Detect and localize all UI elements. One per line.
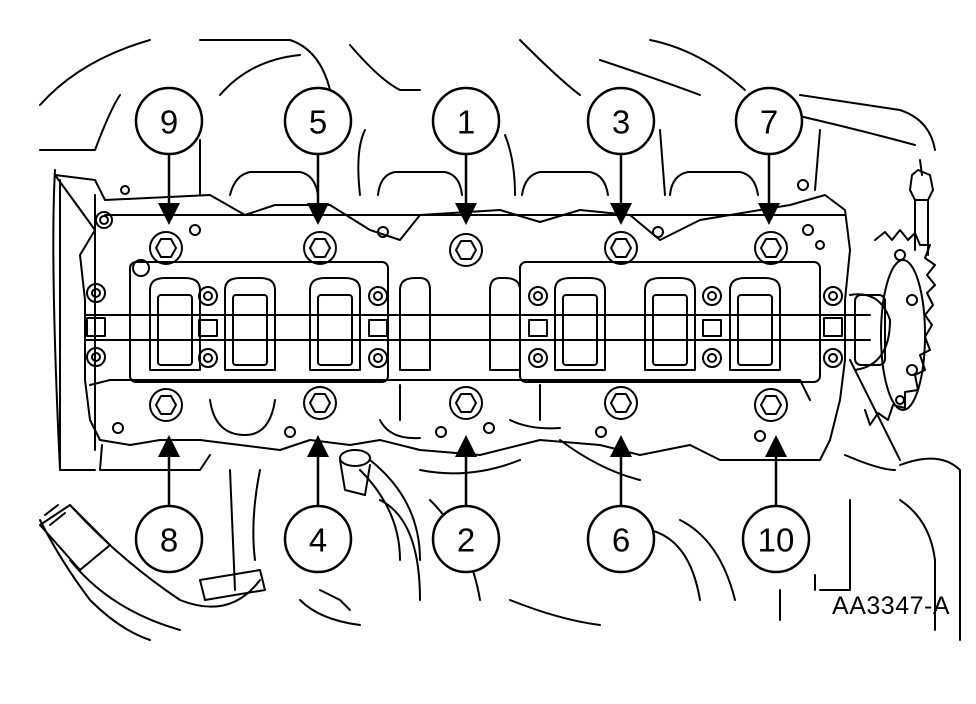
arrow-down-icon [455,203,477,225]
arrow-up-icon [765,435,787,457]
callout-label: 6 [612,522,630,559]
arrow-up-icon [307,435,329,457]
lower-details [209,384,561,440]
callout-5: 5 [283,86,353,225]
shaft-nuts [86,283,843,368]
callout-label: 3 [612,104,630,141]
callout-label: 5 [309,104,327,141]
callout-6: 6 [586,435,656,574]
arrow-up-icon [158,435,180,457]
callout-label: 9 [160,104,178,141]
callout-3: 3 [586,86,656,225]
callout-1: 1 [431,86,501,225]
camshaft-sprocket [849,229,936,426]
callout-9: 9 [134,86,204,225]
rocker-shaft [84,261,871,401]
hose [39,504,261,608]
arrow-down-icon [610,203,632,225]
callout-10: 10 [741,435,811,574]
head-bolts [149,231,788,422]
callout-label: 8 [160,522,178,559]
figure-id: AA3347-A [832,592,950,620]
arrow-up-icon [610,435,632,457]
dipstick-tube [909,159,934,256]
callout-label: 1 [457,104,475,141]
callout-label: 4 [309,522,327,559]
arrow-up-icon [455,435,477,457]
callout-label: 2 [457,522,475,559]
callout-label: 10 [758,522,795,559]
arrow-down-icon [307,203,329,225]
rocker-arms [149,277,781,371]
arrow-down-icon [158,203,180,225]
callout-2: 2 [431,435,501,574]
callout-label: 7 [760,104,778,141]
callout-8: 8 [134,435,204,574]
hose-clamp [199,449,421,611]
callout-4: 4 [283,435,353,574]
cylinder-head [54,129,851,471]
arrow-down-icon [758,203,780,225]
callout-7: 7 [734,86,804,225]
